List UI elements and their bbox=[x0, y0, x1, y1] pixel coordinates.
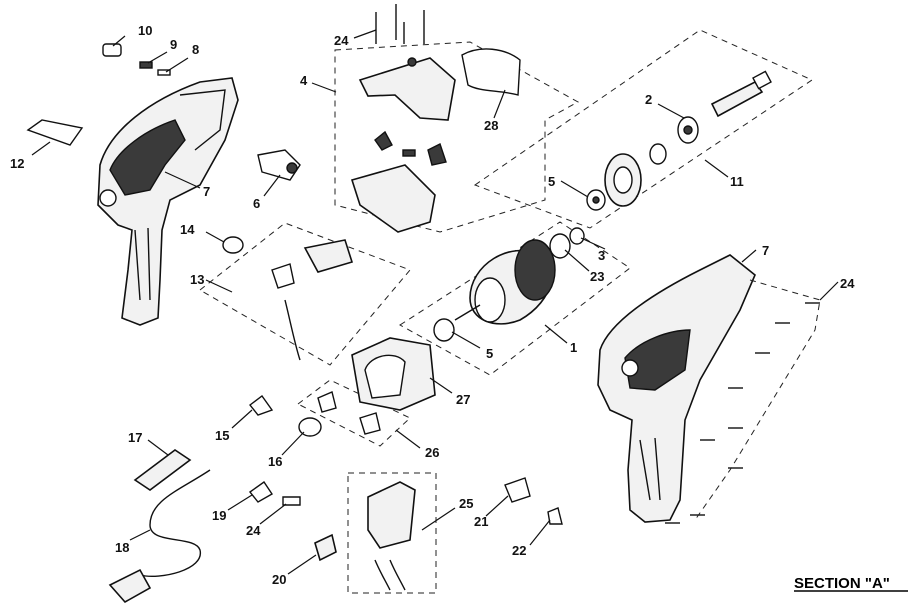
callout-25: 25 bbox=[459, 496, 473, 511]
right-screws-24 bbox=[665, 279, 821, 524]
part-2-spindle bbox=[677, 70, 772, 144]
callout-18: 18 bbox=[115, 540, 129, 555]
callout-4: 4 bbox=[300, 73, 308, 88]
callout-23: 23 bbox=[590, 269, 604, 284]
callout-16: 16 bbox=[268, 454, 282, 469]
callout-21: 21 bbox=[474, 514, 488, 529]
part-13-switch-parts bbox=[271, 239, 354, 361]
callout-24-top: 24 bbox=[334, 33, 349, 48]
callout-19: 19 bbox=[212, 508, 226, 523]
left-housing-half bbox=[97, 77, 239, 326]
part-26-brushes bbox=[317, 391, 381, 435]
part-12-label-plate bbox=[26, 119, 84, 146]
callout-17: 17 bbox=[128, 430, 142, 445]
callout-26: 26 bbox=[425, 445, 439, 460]
callout-20: 20 bbox=[272, 572, 286, 587]
part-1-armature bbox=[433, 227, 585, 342]
callout-5-top: 5 bbox=[548, 174, 555, 189]
callout-22: 22 bbox=[512, 543, 526, 558]
group-outline-25 bbox=[347, 472, 437, 594]
callout-11: 11 bbox=[730, 174, 744, 189]
callout-24-bottom: 24 bbox=[246, 523, 261, 538]
group-outline-11 bbox=[473, 29, 814, 229]
part-28-label bbox=[461, 48, 521, 96]
part-4-gear-case bbox=[350, 57, 456, 233]
part-19-clip bbox=[248, 481, 273, 503]
callout-14: 14 bbox=[180, 222, 195, 237]
callout-5-bottom: 5 bbox=[486, 346, 493, 361]
part-6-bearing-holder bbox=[257, 149, 301, 181]
power-cord-assembly bbox=[108, 449, 211, 604]
part-20-connector bbox=[314, 533, 337, 562]
callout-labels: 10 9 8 24 4 28 2 12 7 6 11 5 14 3 23 7 2… bbox=[10, 23, 855, 587]
callout-27: 27 bbox=[456, 392, 470, 407]
part-gear-assembly bbox=[586, 143, 667, 211]
callout-15: 15 bbox=[215, 428, 229, 443]
callout-8: 8 bbox=[192, 42, 199, 57]
part-24-screw-lower bbox=[282, 496, 301, 506]
part-27-field bbox=[351, 337, 436, 411]
callout-13: 13 bbox=[190, 272, 204, 287]
top-screws-24 bbox=[375, 4, 425, 44]
part-21-plug-end bbox=[504, 477, 531, 503]
callout-6: 6 bbox=[253, 196, 260, 211]
callout-10: 10 bbox=[138, 23, 152, 38]
callout-24-right: 24 bbox=[840, 276, 855, 291]
callout-28: 28 bbox=[484, 118, 498, 133]
callout-7-left: 7 bbox=[203, 184, 210, 199]
leader-lines bbox=[31, 29, 839, 575]
part-25-switch bbox=[367, 481, 416, 591]
part-9-spring bbox=[139, 61, 153, 69]
callout-3: 3 bbox=[598, 248, 605, 263]
group-outline-26 bbox=[297, 379, 411, 447]
part-16-grommet bbox=[298, 417, 322, 437]
callout-7-right: 7 bbox=[762, 243, 769, 258]
part-10-screw bbox=[102, 43, 122, 57]
callout-2: 2 bbox=[645, 92, 652, 107]
callout-1: 1 bbox=[570, 340, 577, 355]
part-15-brush-holder bbox=[249, 395, 274, 416]
callout-9: 9 bbox=[170, 37, 177, 52]
part-22-tip bbox=[547, 507, 563, 525]
part-8-pin bbox=[157, 69, 171, 76]
callout-12: 12 bbox=[10, 156, 24, 171]
part-14-cap bbox=[222, 236, 244, 254]
section-title: SECTION "A" bbox=[794, 575, 890, 592]
right-housing-half bbox=[597, 254, 756, 523]
